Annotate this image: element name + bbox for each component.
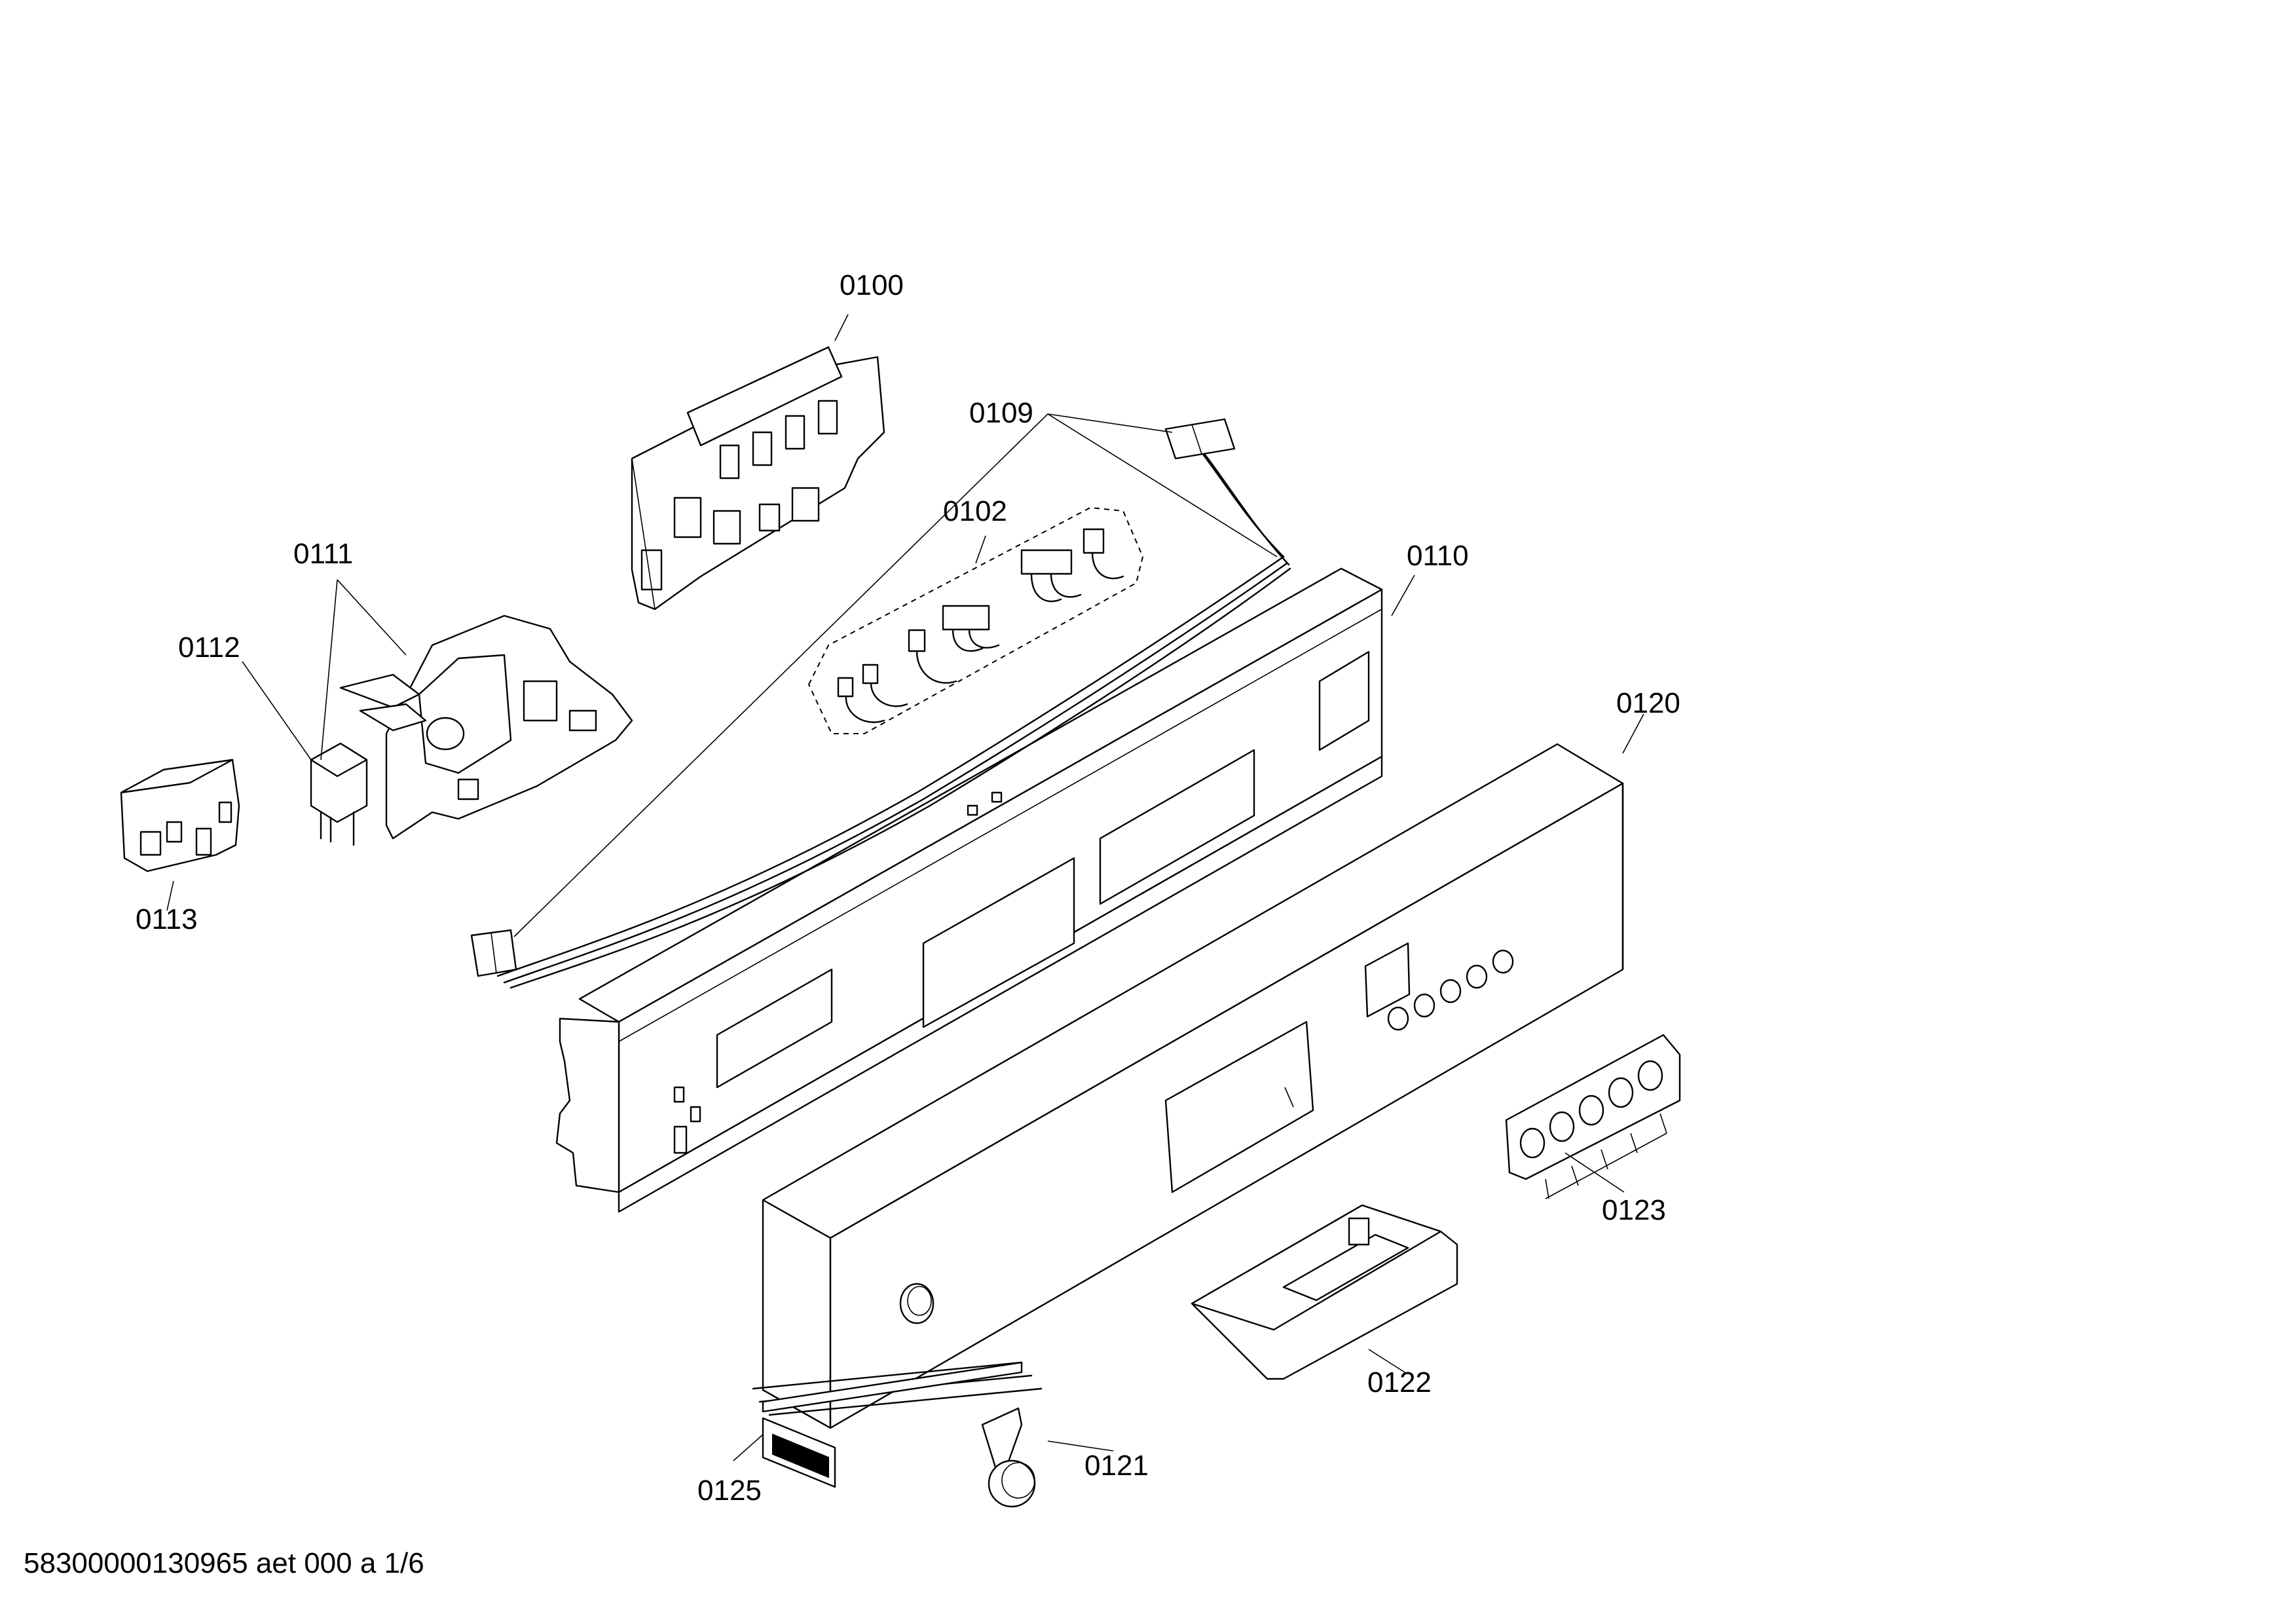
callout-0112: 0112	[178, 631, 240, 664]
callout-0120: 0120	[1616, 687, 1680, 719]
part-0120-fascia	[762, 743, 1624, 1429]
callout-0122: 0122	[1367, 1366, 1432, 1398]
callout-0125: 0125	[697, 1474, 762, 1507]
callout-0109: 0109	[969, 397, 1033, 429]
callout-0110: 0110	[1407, 540, 1469, 572]
part-0102-connectors	[807, 506, 1144, 734]
part-0112-switch	[310, 742, 368, 846]
callout-0100: 0100	[840, 269, 904, 301]
document-id-footer: 58300000130965 aet 000 a 1/6	[24, 1547, 424, 1579]
callout-0121: 0121	[1084, 1450, 1149, 1482]
part-0123-button-strip	[1505, 1034, 1681, 1199]
callout-0111: 0111	[293, 538, 353, 570]
part-0125-seals	[752, 1361, 1043, 1488]
part-0110-frame	[555, 567, 1383, 1213]
callout-0123: 0123	[1602, 1194, 1666, 1226]
part-0121-knob	[981, 1407, 1036, 1508]
part-0122-tray	[1191, 1204, 1458, 1380]
part-0113-switch-block	[120, 759, 240, 873]
callout-0102: 0102	[943, 495, 1007, 527]
callout-labels: 0100 0109 0102 0110 0111 0112 0113 0120 …	[136, 269, 1680, 1507]
part-0100-control-module	[631, 346, 885, 610]
callout-0113: 0113	[136, 903, 198, 935]
part-0109-harness	[470, 418, 1291, 989]
part-0111-lock	[339, 614, 633, 840]
leader-lines	[166, 314, 1667, 1461]
